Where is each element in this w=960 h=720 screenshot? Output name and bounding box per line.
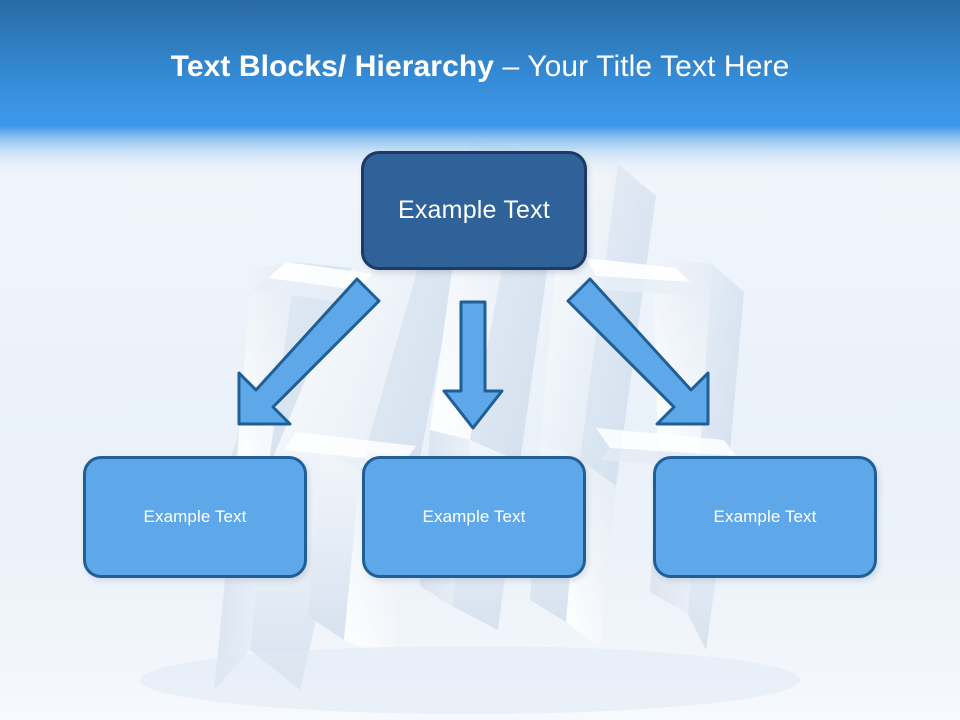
hierarchy-child-node-3[interactable]: Example Text: [653, 456, 877, 578]
hierarchy-child-label-1: Example Text: [143, 507, 247, 526]
hierarchy-root-node[interactable]: Example Text: [361, 151, 587, 270]
page-title-light: Your Title Text Here: [527, 50, 790, 83]
hierarchy-root-label: Example Text: [397, 196, 550, 224]
hierarchy-child-node-1[interactable]: Example Text: [83, 456, 307, 578]
hierarchy-child-node-2[interactable]: Example Text: [362, 456, 586, 578]
title-band: [0, 0, 960, 126]
hierarchy-child-label-3: Example Text: [713, 507, 817, 526]
page-title: Text Blocks/ Hierarchy – Your Title Text…: [0, 50, 960, 84]
page-title-strong: Text Blocks/ Hierarchy: [170, 50, 495, 83]
page-title-separator: –: [494, 50, 528, 83]
hierarchy-child-label-2: Example Text: [422, 507, 526, 526]
